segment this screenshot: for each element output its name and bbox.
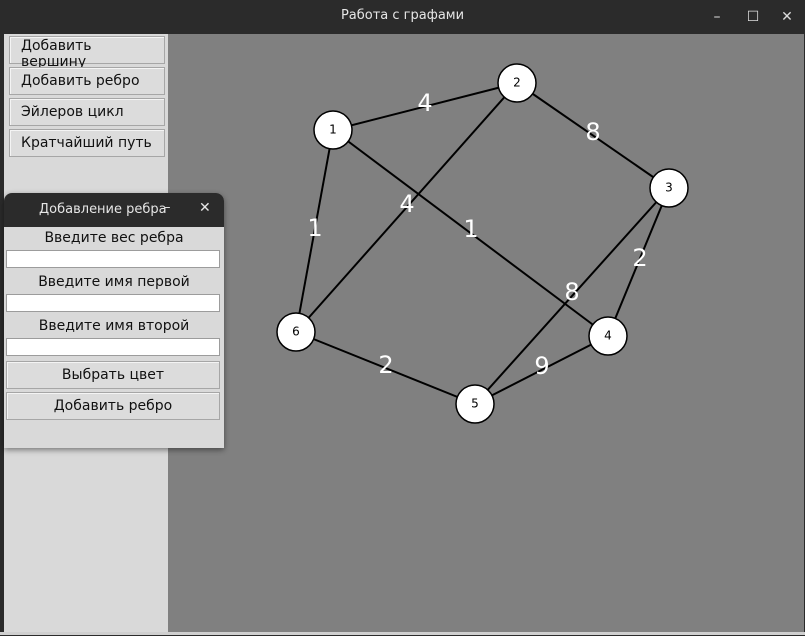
graph-canvas[interactable]: 1 2 3 4 5 6 4 8 1 4 1 2 8 9 2 — [168, 34, 804, 632]
edge-3-5[interactable] — [474, 187, 670, 405]
vertex-label-4: 4 — [604, 329, 612, 343]
edge-weight-6-5: 2 — [378, 351, 393, 379]
weight-label: Введите вес ребра — [44, 230, 184, 246]
vertex-label-3: 3 — [665, 181, 673, 195]
edge-weight-1-4: 1 — [463, 215, 478, 243]
edge-3-4[interactable] — [607, 187, 670, 337]
edge-weight-3-5: 8 — [564, 278, 579, 306]
vertex-label-1: 1 — [329, 123, 337, 137]
edge-6-5[interactable] — [295, 331, 476, 405]
dialog-close-icon[interactable]: ✕ — [199, 200, 211, 216]
edge-weight-2-6: 4 — [399, 190, 414, 218]
vertex-5[interactable] — [455, 384, 495, 424]
edge-2-3[interactable] — [516, 82, 670, 189]
vertex-label-2: 2 — [513, 76, 521, 90]
vertex-label-6: 6 — [292, 325, 300, 339]
vertex-3[interactable] — [649, 168, 689, 208]
edge-weight-4-5: 9 — [534, 352, 549, 380]
choose-color-button[interactable]: Выбрать цвет — [6, 361, 220, 389]
vertex-6[interactable] — [276, 312, 316, 352]
add-edge-dialog: Добавление ребра – ✕ Введите вес ребра В… — [4, 193, 224, 448]
edge-1-2[interactable] — [332, 82, 518, 131]
graph-svg[interactable]: 1 2 3 4 5 6 4 8 1 4 1 2 8 9 2 — [168, 34, 804, 632]
edge-1-4[interactable] — [332, 129, 609, 337]
edge-4-5[interactable] — [474, 335, 609, 405]
add-vertex-button[interactable]: Добавить вершину — [9, 36, 165, 70]
second-vertex-input[interactable] — [6, 338, 220, 356]
vertex-1[interactable] — [313, 110, 353, 150]
vertex-label-5: 5 — [471, 397, 479, 411]
first-vertex-input[interactable] — [6, 294, 220, 312]
dialog-title: Добавление ребра — [39, 202, 167, 217]
window-title: Работа с графами — [340, 8, 465, 23]
edge-weight-2-3: 8 — [585, 118, 600, 146]
shortest-path-button[interactable]: Кратчайший путь — [9, 129, 165, 157]
dialog-title-bar: Добавление ребра – ✕ — [4, 193, 224, 227]
edge-1-6[interactable] — [295, 129, 334, 333]
edge-2-6[interactable] — [295, 82, 518, 333]
weight-input[interactable] — [6, 250, 220, 268]
vertex-2[interactable] — [497, 63, 537, 103]
add-edge-button[interactable]: Добавить ребро — [9, 67, 165, 95]
dialog-add-edge-button[interactable]: Добавить ребро — [6, 392, 220, 420]
minimize-icon[interactable]: – — [713, 9, 721, 25]
maximize-icon[interactable]: ☐ — [746, 9, 760, 25]
close-icon[interactable]: ✕ — [781, 9, 793, 25]
edge-weight-3-4: 2 — [632, 244, 647, 272]
title-bar: Работа с графами – ☐ ✕ — [0, 0, 805, 34]
euler-cycle-button[interactable]: Эйлеров цикл — [9, 98, 165, 126]
bottom-strip — [0, 632, 805, 635]
edge-weight-1-6: 1 — [307, 214, 322, 242]
edge-weight-1-2: 4 — [417, 89, 432, 117]
dialog-minimize-icon[interactable]: – — [164, 200, 171, 215]
vertex-4[interactable] — [588, 316, 628, 356]
